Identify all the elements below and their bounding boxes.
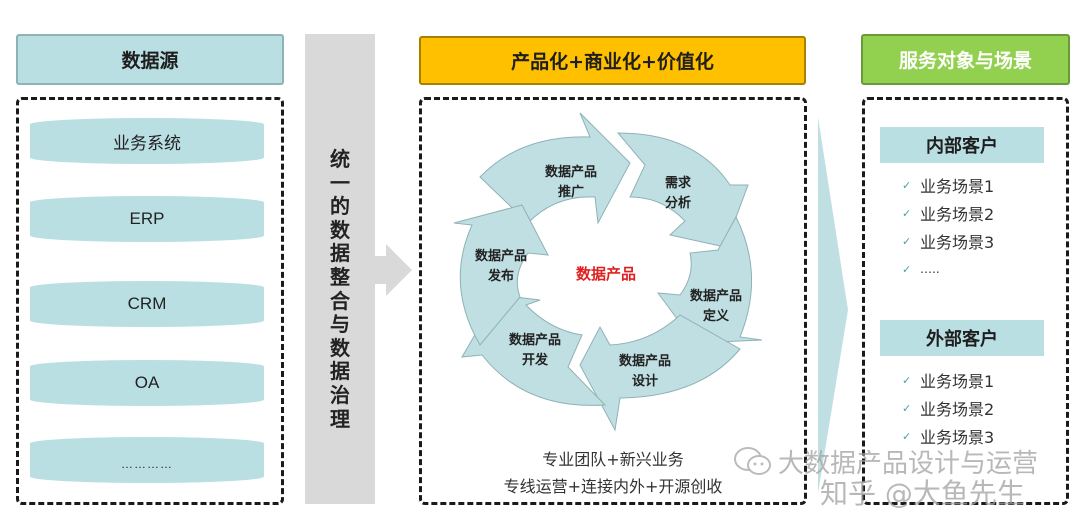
source-item-label: ERP <box>129 209 165 228</box>
integration-char: 与 <box>330 312 350 337</box>
watermark-line-2: 知乎 @大鱼先生 <box>820 477 1025 510</box>
list-item: ✓业务场景1 <box>902 177 995 196</box>
integration-char: 数 <box>330 217 350 242</box>
product-title: 产品化+商业化+价值化 <box>511 51 714 73</box>
internal-scenario-list: ✓业务场景1 ✓业务场景2 ✓业务场景3 ✓….. <box>902 171 1052 283</box>
internal-customer-header: 内部客户 <box>880 127 1044 163</box>
funnel-arrow-icon <box>818 117 848 493</box>
integration-char: 治 <box>330 382 350 407</box>
service-header: 服务对象与场景 <box>861 34 1070 85</box>
integration-bar <box>305 34 375 504</box>
integration-char: 据 <box>330 241 350 266</box>
source-item-more: ………… <box>30 437 264 483</box>
cycle-label-requirements: 需求分析 <box>664 176 691 211</box>
integration-char: 一 <box>330 170 350 195</box>
check-icon: ✓ <box>902 178 912 192</box>
cycle-center-label: 数据产品 <box>576 265 637 283</box>
list-item: ✓业务场景3 <box>902 428 995 447</box>
cycle-arrow-release <box>453 204 549 346</box>
source-item-label: ………… <box>121 457 173 471</box>
cycle-label-design: 数据产品设计 <box>618 354 671 389</box>
internal-customer-title: 内部客户 <box>926 136 998 157</box>
data-source-header: 数据源 <box>16 34 284 85</box>
data-source-panel <box>16 97 284 505</box>
source-item-erp: ERP <box>30 196 264 242</box>
product-panel <box>419 97 807 505</box>
cycle-label-promotion: 数据产品推广 <box>544 165 597 200</box>
service-title: 服务对象与场景 <box>898 50 1032 72</box>
integration-char: 理 <box>330 406 350 431</box>
source-item-oa: OA <box>30 360 264 406</box>
list-item: ✓业务场景3 <box>902 233 995 252</box>
wechat-icon <box>734 447 771 475</box>
product-footer-line-2: 专线运营+连接内外+开源创收 <box>503 477 723 496</box>
service-panel <box>862 97 1069 505</box>
check-icon: ✓ <box>902 234 912 248</box>
external-customer-title: 外部客户 <box>926 329 998 350</box>
cycle-label-development: 数据产品开发 <box>508 333 561 368</box>
source-item-business-system: 业务系统 <box>30 118 264 164</box>
list-item: ✓业务场景1 <box>902 372 995 391</box>
product-footer-line-1: 专业团队+新兴业务 <box>542 450 684 469</box>
integration-char: 统 <box>330 147 350 171</box>
integration-label: 统 一 的 数 据 整 合 与 数 据 治 理 <box>305 147 375 431</box>
integration-char: 的 <box>330 194 350 219</box>
source-item-label: OA <box>134 373 160 392</box>
cycle-label-definition: 数据产品定义 <box>689 289 742 324</box>
cycle-arrow-definition <box>656 215 763 344</box>
cycle-arrow-promotion <box>479 112 631 225</box>
integration-char: 数 <box>330 335 350 360</box>
external-customer-header: 外部客户 <box>880 320 1044 356</box>
list-item: ✓….. <box>902 262 940 276</box>
check-icon: ✓ <box>902 429 912 443</box>
integration-arrow-icon <box>374 244 412 296</box>
external-scenario-list: ✓业务场景1 ✓业务场景2 ✓业务场景3 <box>902 366 1052 450</box>
source-item-label: 业务系统 <box>113 133 181 153</box>
list-item: ✓业务场景2 <box>902 400 995 419</box>
source-item-crm: CRM <box>30 281 264 327</box>
list-item: ✓业务场景2 <box>902 205 995 224</box>
source-item-label: CRM <box>127 294 167 313</box>
check-icon: ✓ <box>902 401 912 415</box>
check-icon: ✓ <box>902 206 912 220</box>
integration-char: 据 <box>330 359 350 384</box>
integration-char: 合 <box>330 288 350 313</box>
data-source-title: 数据源 <box>121 50 179 72</box>
watermark-line-1: 大数据产品设计与运营 <box>778 449 1039 479</box>
integration-char: 整 <box>330 264 350 289</box>
cycle-arrow-design <box>579 314 741 432</box>
cycle-arrow-requirements <box>616 132 749 248</box>
cycle-label-release: 数据产品发布 <box>474 249 527 284</box>
product-header: 产品化+商业化+价值化 <box>419 36 806 85</box>
check-icon: ✓ <box>902 262 912 276</box>
product-cycle-diagram <box>453 112 763 432</box>
check-icon: ✓ <box>902 373 912 387</box>
